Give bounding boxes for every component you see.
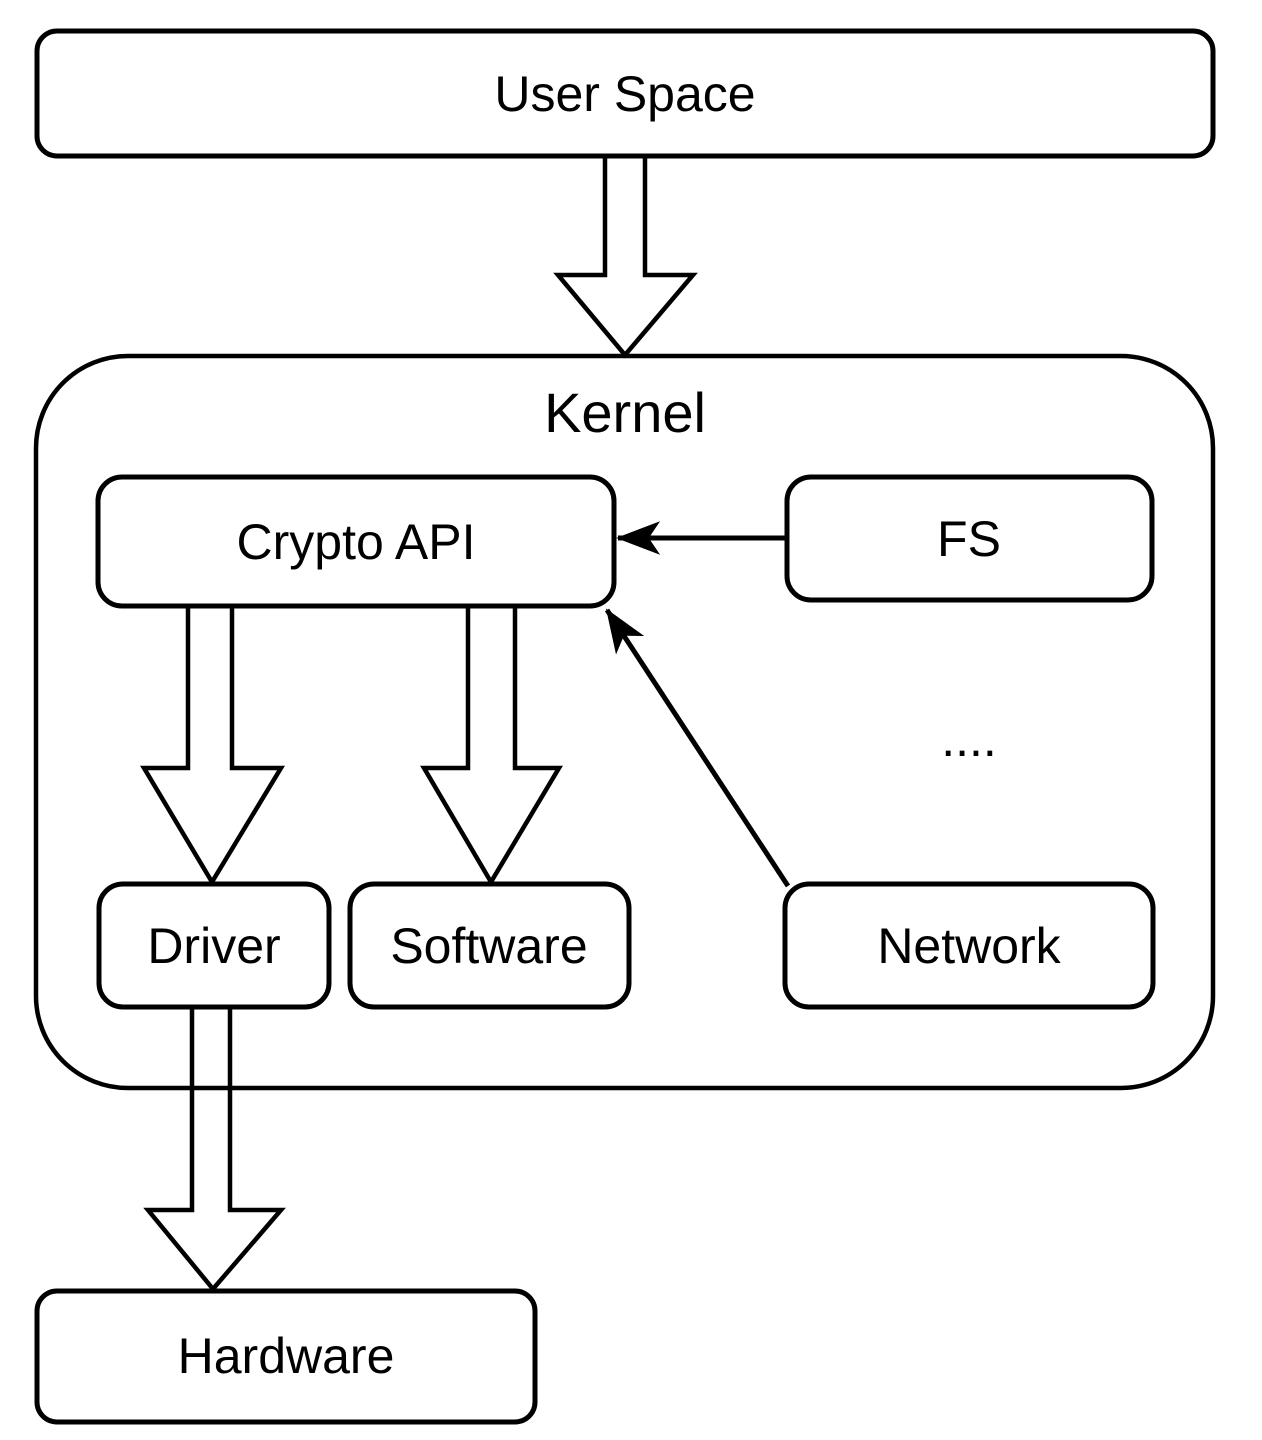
network-label: Network <box>877 918 1061 974</box>
network-box-outline <box>782 881 1156 1010</box>
arrow-driver-to-hardware <box>143 1004 286 1293</box>
user-space-box-outline <box>34 28 1216 159</box>
ellipsis-label: .... <box>941 711 997 767</box>
hardware-box-outline <box>34 1288 538 1425</box>
driver-label: Driver <box>147 918 280 974</box>
arrow-network-to-crypto-api <box>604 608 791 888</box>
fs-label: FS <box>937 511 1001 567</box>
node-user-space: User Space <box>34 28 1216 159</box>
crypto-api-box-outline <box>95 474 617 609</box>
software-box-outline <box>347 881 632 1010</box>
node-crypto-api: Crypto API <box>95 474 617 609</box>
user-space-label: User Space <box>494 66 755 122</box>
driver-box-outline <box>96 881 332 1010</box>
node-network: Network <box>782 881 1156 1010</box>
software-label: Software <box>390 918 587 974</box>
node-fs: FS <box>784 474 1155 603</box>
fs-box-outline <box>784 474 1155 603</box>
node-driver: Driver <box>96 881 332 1010</box>
crypto-api-label: Crypto API <box>237 514 476 570</box>
arrow-crypto-api-to-software <box>420 601 563 887</box>
hardware-label: Hardware <box>178 1328 395 1384</box>
node-hardware: Hardware <box>34 1288 538 1425</box>
kernel-label: Kernel <box>544 381 706 444</box>
arrow-crypto-api-to-driver <box>140 601 285 887</box>
node-software: Software <box>347 881 632 1010</box>
arrow-user-space-to-kernel <box>553 153 698 359</box>
